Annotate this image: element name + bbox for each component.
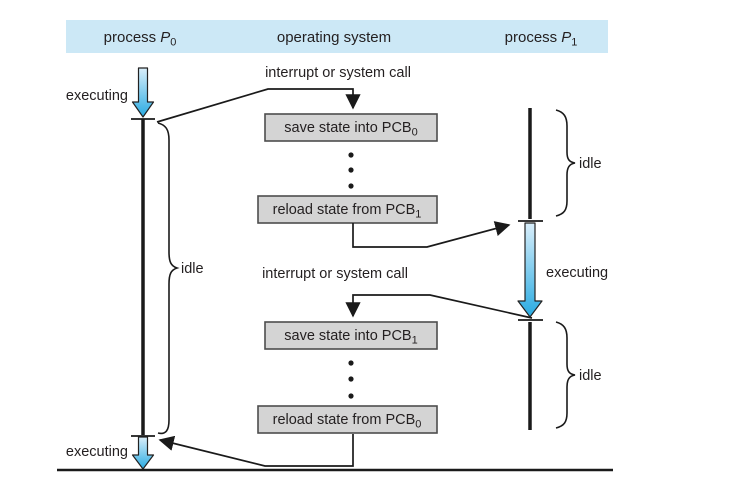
p0-executing-bottom-label: executing: [66, 444, 128, 460]
connector-p0-to-save-pcb0: [156, 88, 361, 123]
p1-idle-brace-top: [555, 109, 576, 217]
p1-executing-arrow: [517, 222, 543, 318]
box-save-state-pcb0-label: save state into PCB0: [284, 120, 417, 139]
ellipsis-dot: [348, 152, 354, 158]
box-reload-state-pcb1: [257, 195, 438, 224]
p1-idle-brace-bottom: [555, 321, 576, 429]
p0-executing-top-arrow: [131, 67, 155, 118]
ellipsis-dot: [348, 360, 354, 366]
box-save-state-pcb1-label: save state into PCB1: [284, 328, 417, 347]
p1-executing-label: executing: [546, 265, 608, 281]
box-save-state-pcb1: [264, 321, 438, 350]
p1-idle-bottom-label: idle: [579, 368, 602, 384]
box-reload-state-pcb0-label: reload state from PCB0: [273, 412, 422, 431]
ellipsis-dot: [348, 393, 354, 399]
p0-idle-brace: [157, 122, 180, 435]
connector-p1-to-save-pcb1: [345, 294, 533, 319]
connector-reload-pcb1-to-p1: [352, 221, 511, 248]
p0-idle-label: idle: [181, 261, 204, 277]
ellipsis-dot: [348, 183, 354, 189]
ellipsis-dot: [348, 376, 354, 382]
header-operating-system: operating system: [277, 29, 391, 46]
box-reload-state-pcb0: [257, 405, 438, 434]
ellipsis-dots-bottom: [348, 360, 354, 399]
ellipsis-dots-top: [348, 152, 354, 189]
p1-idle-top-label: idle: [579, 156, 602, 172]
box-save-state-pcb0: [264, 113, 438, 142]
header-bar: [66, 20, 608, 53]
box-reload-state-pcb1-label: reload state from PCB1: [273, 202, 422, 221]
p0-executing-top-label: executing: [66, 88, 128, 104]
connector-reload-pcb0-to-p0: [158, 434, 354, 467]
interrupt-top-label: interrupt or system call: [265, 65, 411, 81]
ellipsis-dot: [348, 167, 354, 173]
interrupt-middle-label: interrupt or system call: [262, 266, 408, 282]
p0-executing-bottom-arrow: [131, 436, 155, 470]
